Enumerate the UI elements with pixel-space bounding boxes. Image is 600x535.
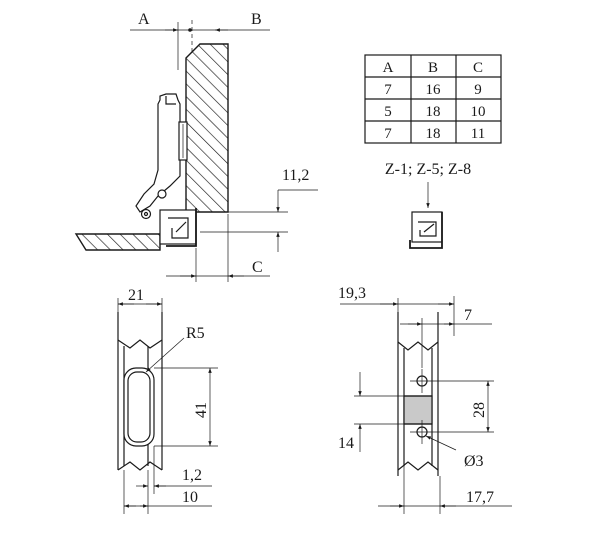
dim-21: 21: [128, 287, 144, 304]
dim-r5: R5: [186, 325, 205, 342]
side-view: 21 R5 41 1,2 10: [117, 287, 218, 514]
table-cell: 11: [471, 126, 485, 142]
table-cell: 9: [474, 82, 482, 98]
hinge-assembly-view: A B 11,2 C: [74, 11, 318, 282]
plate-view: 19,3 7 28 14 Ø3 17,7: [338, 285, 512, 514]
table-header-a: A: [383, 60, 394, 76]
plate-detail-icon: [409, 211, 443, 249]
dim-11-2: 11,2: [282, 167, 309, 184]
table-cell: 18: [426, 126, 441, 142]
table-cell: 16: [426, 82, 442, 98]
plate-center: [403, 395, 433, 425]
cabinet-wall: [185, 43, 229, 213]
dim-10: 10: [182, 489, 198, 506]
table-cell: 10: [471, 104, 486, 120]
dim-hole: Ø3: [464, 453, 484, 470]
label-a: A: [138, 11, 150, 28]
label-b: B: [251, 11, 262, 28]
door-panel: [74, 233, 161, 251]
slot: [123, 367, 155, 447]
table-header-c: C: [473, 60, 483, 76]
table-cell: 7: [384, 126, 392, 142]
dim-28: 28: [471, 402, 488, 418]
table-cell: 18: [426, 104, 441, 120]
dim-14: 14: [338, 435, 354, 452]
screw-hole-top: [410, 369, 434, 393]
dimension-table: A B C 7 16 9 5 18 10 7 18 11 Z-1; Z-5; Z…: [364, 54, 502, 208]
screw-hole-bottom: [410, 420, 434, 444]
model-list: Z-1; Z-5; Z-8: [385, 161, 471, 178]
hinge-cup: [159, 209, 197, 245]
dim-19-3: 19,3: [338, 285, 366, 302]
dim-17-7: 17,7: [466, 489, 494, 506]
dim-1-2: 1,2: [182, 467, 202, 484]
table-cell: 7: [384, 82, 392, 98]
dim-41: 41: [193, 402, 210, 418]
label-c: C: [252, 259, 263, 276]
table-cell: 5: [384, 104, 392, 120]
dim-7: 7: [464, 307, 472, 324]
table-header-b: B: [428, 60, 438, 76]
